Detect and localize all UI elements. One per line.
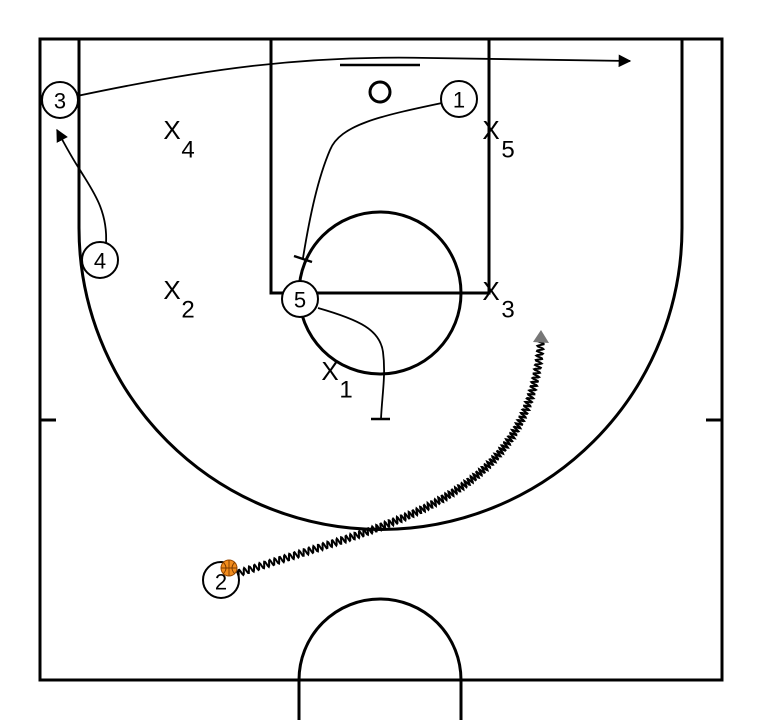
- movement-paths: [56, 54, 632, 579]
- basketball-icon: [220, 559, 238, 577]
- defender-x5-letter: X: [482, 115, 499, 145]
- defender-x2: X 2: [163, 275, 194, 324]
- defender-x4-letter: X: [163, 115, 180, 145]
- defender-x3-letter: X: [482, 276, 499, 306]
- dribble-path-2: [235, 339, 546, 579]
- defender-x2-number: 2: [181, 297, 194, 324]
- defender-x5: X 5: [482, 115, 514, 164]
- offense-player-5-label: 5: [294, 288, 306, 313]
- defender-x4-number: 4: [181, 137, 194, 164]
- screen-path-1: [302, 102, 443, 259]
- offense-player-4: 4: [81, 241, 119, 279]
- offense-player-1-label: 1: [453, 88, 465, 113]
- offense-player-2-label: 2: [215, 570, 227, 595]
- court-lines: [38, 37, 724, 720]
- offense-player-3-label: 3: [54, 89, 66, 114]
- screen-end-1: [293, 254, 313, 264]
- hoop: [368, 80, 392, 104]
- defender-x3: X 3: [482, 276, 514, 324]
- paint-lane: [269, 39, 491, 295]
- defender-x1: X 1: [321, 356, 352, 404]
- screen-path-5: [317, 307, 385, 420]
- defender-x5-number: 5: [501, 137, 514, 164]
- offense-player-5: 5: [281, 280, 319, 318]
- defense-players: X 1 X 2 X 3 X 4 X 5: [163, 115, 514, 404]
- offense-player-1: 1: [440, 80, 478, 118]
- center-circle: [297, 597, 463, 681]
- offense-player-4-label: 4: [94, 249, 106, 274]
- defender-x3-number: 3: [501, 297, 514, 324]
- defender-x4: X 4: [163, 115, 194, 164]
- court-boundary: [38, 37, 724, 682]
- dribble-arrowhead: [533, 330, 549, 343]
- defender-x1-letter: X: [321, 356, 338, 386]
- defender-x1-number: 1: [339, 377, 352, 404]
- offense-players: 1 2 3 4 5: [41, 80, 478, 599]
- cut-path-3: [76, 54, 632, 97]
- offense-player-3: 3: [41, 81, 79, 119]
- cut-path-4: [56, 128, 107, 245]
- defender-x2-letter: X: [163, 275, 180, 305]
